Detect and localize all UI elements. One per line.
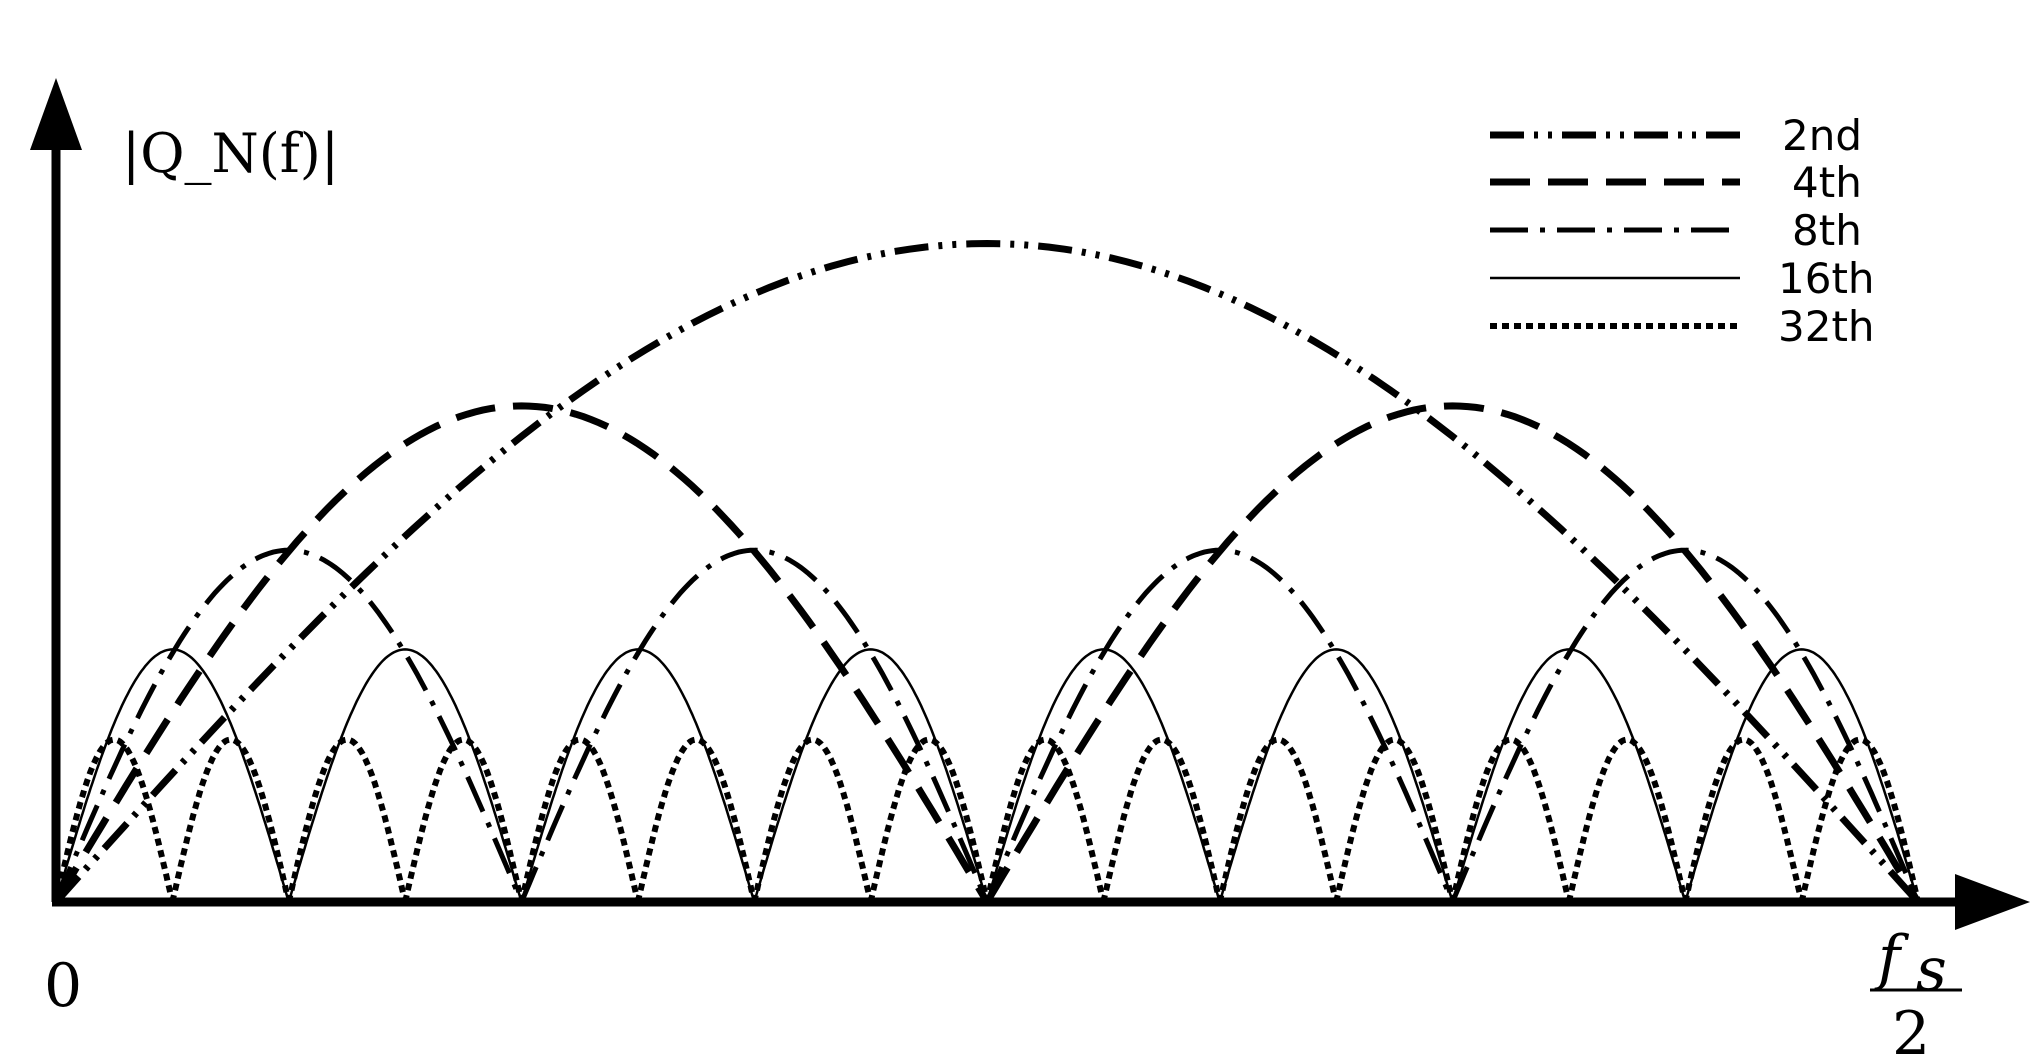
legend-item-32th: 32th — [1490, 302, 1875, 351]
series-16th-arch-4 — [753, 648, 989, 903]
series-32nd-arch-12 — [1333, 736, 1456, 903]
series-4th-arch-1 — [52, 402, 991, 904]
legend-item-4th: 4th — [1490, 158, 1862, 207]
x-axis-arrow — [1955, 874, 2030, 930]
svg-text:s: s — [1916, 935, 1947, 1005]
legend-label-16th: 16th — [1778, 254, 1875, 303]
series-32nd-arch-3 — [285, 736, 409, 903]
series-32nd-arch-14 — [1565, 736, 1689, 903]
series-4th-arch-2 — [983, 402, 1922, 904]
legend-item-8th: 8th — [1490, 206, 1862, 255]
legend-label-32th: 32th — [1778, 302, 1875, 351]
series-8th-arch-3 — [984, 547, 1455, 903]
legend: 2nd 4th 8th 16th 32th — [1490, 111, 1875, 351]
series-32nd-arch-11 — [1216, 736, 1340, 903]
legend-label-4th: 4th — [1792, 158, 1862, 207]
series-32nd-arch-9 — [984, 736, 1107, 903]
series-32nd-arch-2 — [169, 736, 292, 903]
legend-label-2nd: 2nd — [1782, 111, 1862, 160]
series-32nd-arch-4 — [402, 736, 525, 903]
series-32nd-arch-5 — [518, 736, 641, 903]
series-32nd-arch-10 — [1100, 736, 1223, 903]
series-16th-arch-3 — [520, 648, 756, 903]
series-32nd-arch-15 — [1682, 736, 1805, 903]
legend-item-2nd: 2nd — [1490, 111, 1862, 160]
series-16th-arch-8 — [1684, 648, 1920, 903]
series-16th-arch-6 — [1218, 648, 1454, 903]
series-32nd-arch-16 — [1798, 736, 1921, 903]
series-8th-arch-2 — [519, 547, 990, 903]
series-16th-arch-2 — [287, 648, 523, 903]
series-32nd-arch-1 — [53, 736, 176, 903]
series-32nd-arch-8 — [867, 736, 990, 903]
series-16th-arch-1 — [54, 648, 290, 903]
svg-text:2: 2 — [1892, 999, 1930, 1064]
series-16th-arch-5 — [985, 648, 1221, 903]
y-axis-label: |Q_N(f)| — [122, 122, 339, 185]
series-32nd-arch-13 — [1449, 736, 1572, 903]
legend-item-16th: 16th — [1490, 254, 1875, 303]
series-32nd-arch-6 — [634, 736, 758, 903]
x-tick-label-end: f s 2 — [1870, 923, 1962, 1064]
svg-text:f: f — [1874, 923, 1910, 993]
series-8th-arch-1 — [53, 547, 524, 903]
y-axis-arrow — [30, 78, 82, 150]
legend-label-8th: 8th — [1792, 206, 1862, 255]
series-8th-arch-4 — [1450, 547, 1921, 903]
series-16th-arch-7 — [1451, 648, 1687, 903]
series-32nd-arch-7 — [751, 736, 874, 903]
x-tick-label-start: 0 — [44, 951, 82, 1021]
series-2nd-arch-1 — [53, 239, 1921, 905]
series-curves — [52, 239, 1922, 905]
